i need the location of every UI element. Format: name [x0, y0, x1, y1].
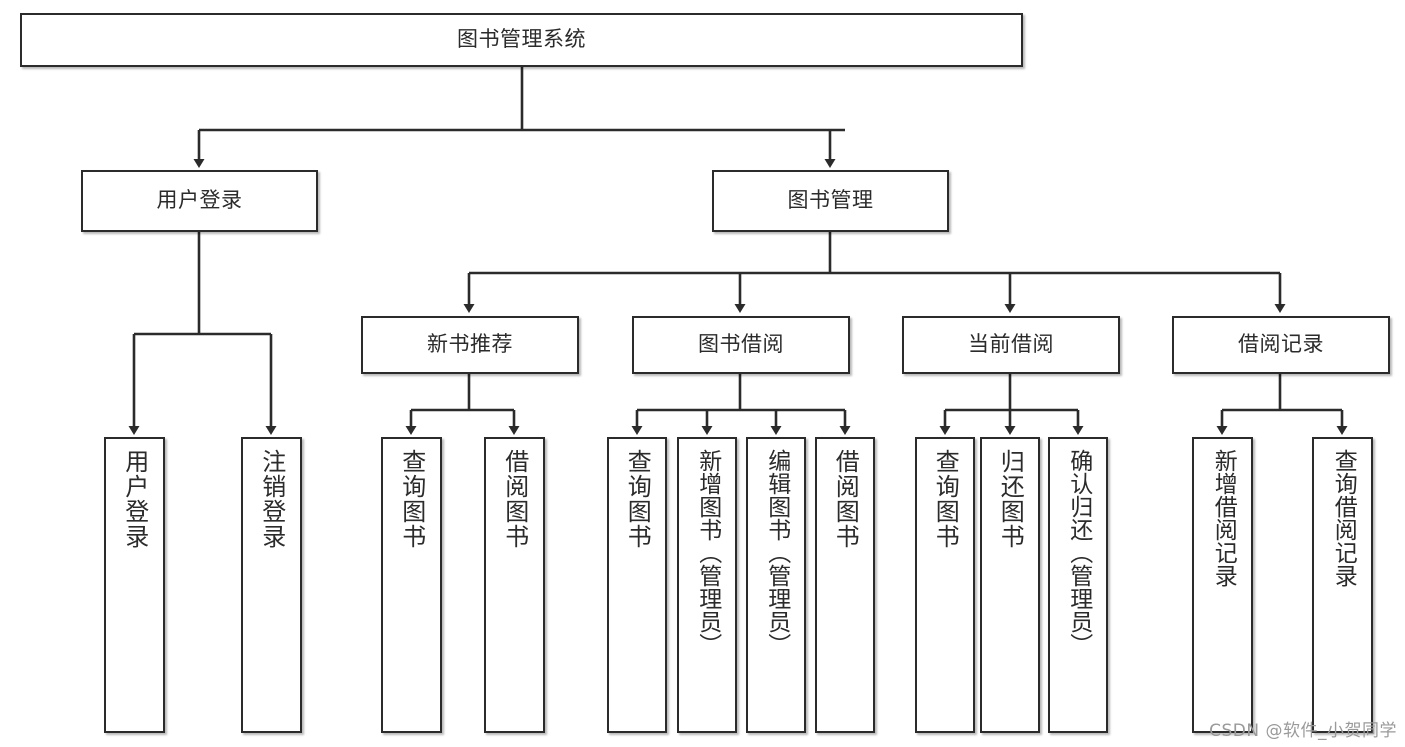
- node-book-management-label: 图书管理: [787, 188, 874, 213]
- node-root-system-label: 图书管理系统: [457, 27, 586, 52]
- node-leaf-borrow-book-newbook[interactable]: 借阅图书: [484, 437, 545, 733]
- node-leaf-add-borrow-record-label: 新增借阅记录: [1210, 449, 1237, 587]
- node-leaf-logout[interactable]: 注销登录: [241, 437, 302, 733]
- node-leaf-user-login-label: 用户登录: [120, 449, 149, 549]
- node-leaf-edit-book[interactable]: 编辑图书（管理员）: [746, 437, 806, 733]
- node-leaf-borrow-book-borrow[interactable]: 借阅图书: [815, 437, 875, 733]
- node-leaf-query-book-newbook-label: 查询图书: [397, 449, 426, 549]
- node-leaf-add-book[interactable]: 新增图书（管理员）: [677, 437, 737, 733]
- node-leaf-return-book[interactable]: 归还图书: [980, 437, 1040, 733]
- node-borrow-record[interactable]: 借阅记录: [1172, 316, 1390, 374]
- node-leaf-confirm-return[interactable]: 确认归还（管理员）: [1048, 437, 1108, 733]
- node-current-borrow-label: 当前借阅: [968, 332, 1054, 357]
- node-leaf-confirm-return-label: 确认归还（管理员）: [1065, 449, 1092, 656]
- node-current-borrow[interactable]: 当前借阅: [902, 316, 1120, 374]
- node-leaf-return-book-label: 归还图书: [996, 449, 1025, 549]
- node-user-login-label: 用户登录: [156, 188, 243, 213]
- node-leaf-add-book-label: 新增图书（管理员）: [694, 449, 721, 656]
- node-leaf-query-borrow-record[interactable]: 查询借阅记录: [1312, 437, 1373, 733]
- node-leaf-borrow-book-newbook-label: 借阅图书: [500, 449, 529, 549]
- node-leaf-add-borrow-record[interactable]: 新增借阅记录: [1192, 437, 1253, 733]
- node-root-system[interactable]: 图书管理系统: [20, 13, 1023, 67]
- node-leaf-user-login[interactable]: 用户登录: [104, 437, 165, 733]
- node-new-book-recommend[interactable]: 新书推荐: [361, 316, 579, 374]
- node-leaf-query-book-current-label: 查询图书: [931, 449, 960, 549]
- node-leaf-borrow-book-borrow-label: 借阅图书: [831, 449, 860, 549]
- node-leaf-query-book-current[interactable]: 查询图书: [915, 437, 975, 733]
- node-book-management[interactable]: 图书管理: [712, 170, 949, 232]
- node-leaf-logout-label: 注销登录: [257, 449, 286, 549]
- node-leaf-query-book-newbook[interactable]: 查询图书: [381, 437, 442, 733]
- node-book-borrow[interactable]: 图书借阅: [632, 316, 850, 374]
- node-leaf-query-book-borrow[interactable]: 查询图书: [607, 437, 667, 733]
- node-leaf-edit-book-label: 编辑图书（管理员）: [763, 449, 790, 656]
- node-user-login[interactable]: 用户登录: [81, 170, 318, 232]
- node-leaf-query-borrow-record-label: 查询借阅记录: [1330, 449, 1357, 587]
- node-new-book-recommend-label: 新书推荐: [427, 332, 513, 357]
- node-borrow-record-label: 借阅记录: [1238, 332, 1324, 357]
- node-leaf-query-book-borrow-label: 查询图书: [623, 449, 652, 549]
- node-book-borrow-label: 图书借阅: [698, 332, 784, 357]
